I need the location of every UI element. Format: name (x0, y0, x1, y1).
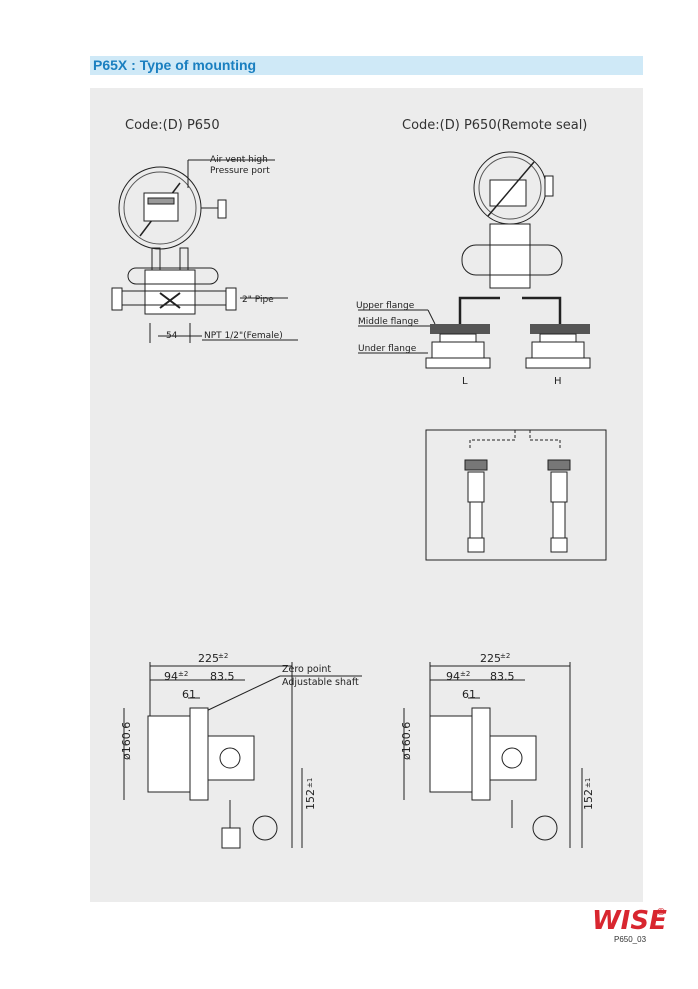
low-side-label: L (462, 376, 468, 387)
logo-text: WISE (592, 906, 667, 935)
pipe-label: 2" Pipe (242, 295, 274, 305)
zero-point-label: Zero point (282, 664, 331, 675)
right-dim-83: 83.5 (490, 670, 515, 683)
dimension-drawing-left: 225 ±2 94 ±2 83.5 61 Zero point Adjustab… (120, 652, 362, 849)
left-dim-61: 61 (182, 688, 196, 701)
pressure-port-label: Pressure port (210, 166, 270, 176)
right-dim-94: 94 (446, 670, 460, 683)
upper-flange-label: Upper flange (356, 301, 415, 311)
right-dim-diameter: ø160.6 (400, 722, 413, 760)
section-header-bar: P65X : Type of mounting (90, 56, 643, 75)
left-dim-225: 225 (198, 652, 219, 665)
right-dim-94-tol: ±2 (460, 670, 470, 678)
wise-logo: WISE ® (590, 903, 670, 940)
right-dim-225-tol: ±2 (500, 652, 510, 660)
right-dim-152-tol: ±1 (584, 778, 592, 788)
left-dim-94-tol: ±2 (178, 670, 188, 678)
left-dim-225-tol: ±2 (218, 652, 228, 660)
left-code-label: Code:(D) P650 (125, 118, 220, 133)
dim-54-label: 54 (166, 331, 178, 341)
right-dim-152: 152 (582, 789, 595, 810)
air-vent-label: Air vent high (210, 155, 268, 165)
high-side-label: H (554, 376, 562, 387)
left-dim-152: 152 (304, 789, 317, 810)
dimension-drawing-right: 225 ±2 94 ±2 83.5 61 ø160.6 152 ±1 (400, 652, 595, 848)
registered-mark: ® (656, 907, 666, 918)
right-code-label: Code:(D) P650(Remote seal) (402, 118, 587, 133)
left-dim-94: 94 (164, 670, 178, 683)
npt-label: NPT 1/2"(Female) (204, 331, 283, 341)
left-mounting-view: Code:(D) P650 Air vent high Pressure por… (111, 118, 298, 343)
adjustable-shaft-label: Adjustable shaft (282, 677, 359, 688)
left-dim-diameter: ø160.6 (120, 722, 133, 760)
technical-drawing: Code:(D) P650 Air vent high Pressure por… (111, 118, 607, 849)
under-flange-label: Under flange (358, 344, 417, 354)
page-code: P650_03 (614, 935, 647, 944)
section-title: P65X : Type of mounting (93, 57, 257, 73)
right-remote-seal-view: Code:(D) P650(Remote seal) Upper flange … (356, 118, 591, 387)
right-dim-61: 61 (462, 688, 476, 701)
left-dim-83: 83.5 (210, 670, 235, 683)
drawing-panel: Code:(D) P650 Air vent high Pressure por… (90, 88, 643, 902)
middle-flange-label: Middle flange (358, 317, 419, 327)
seal-detail-box (425, 429, 607, 561)
right-dim-225: 225 (480, 652, 501, 665)
left-dim-152-tol: ±1 (306, 778, 314, 788)
